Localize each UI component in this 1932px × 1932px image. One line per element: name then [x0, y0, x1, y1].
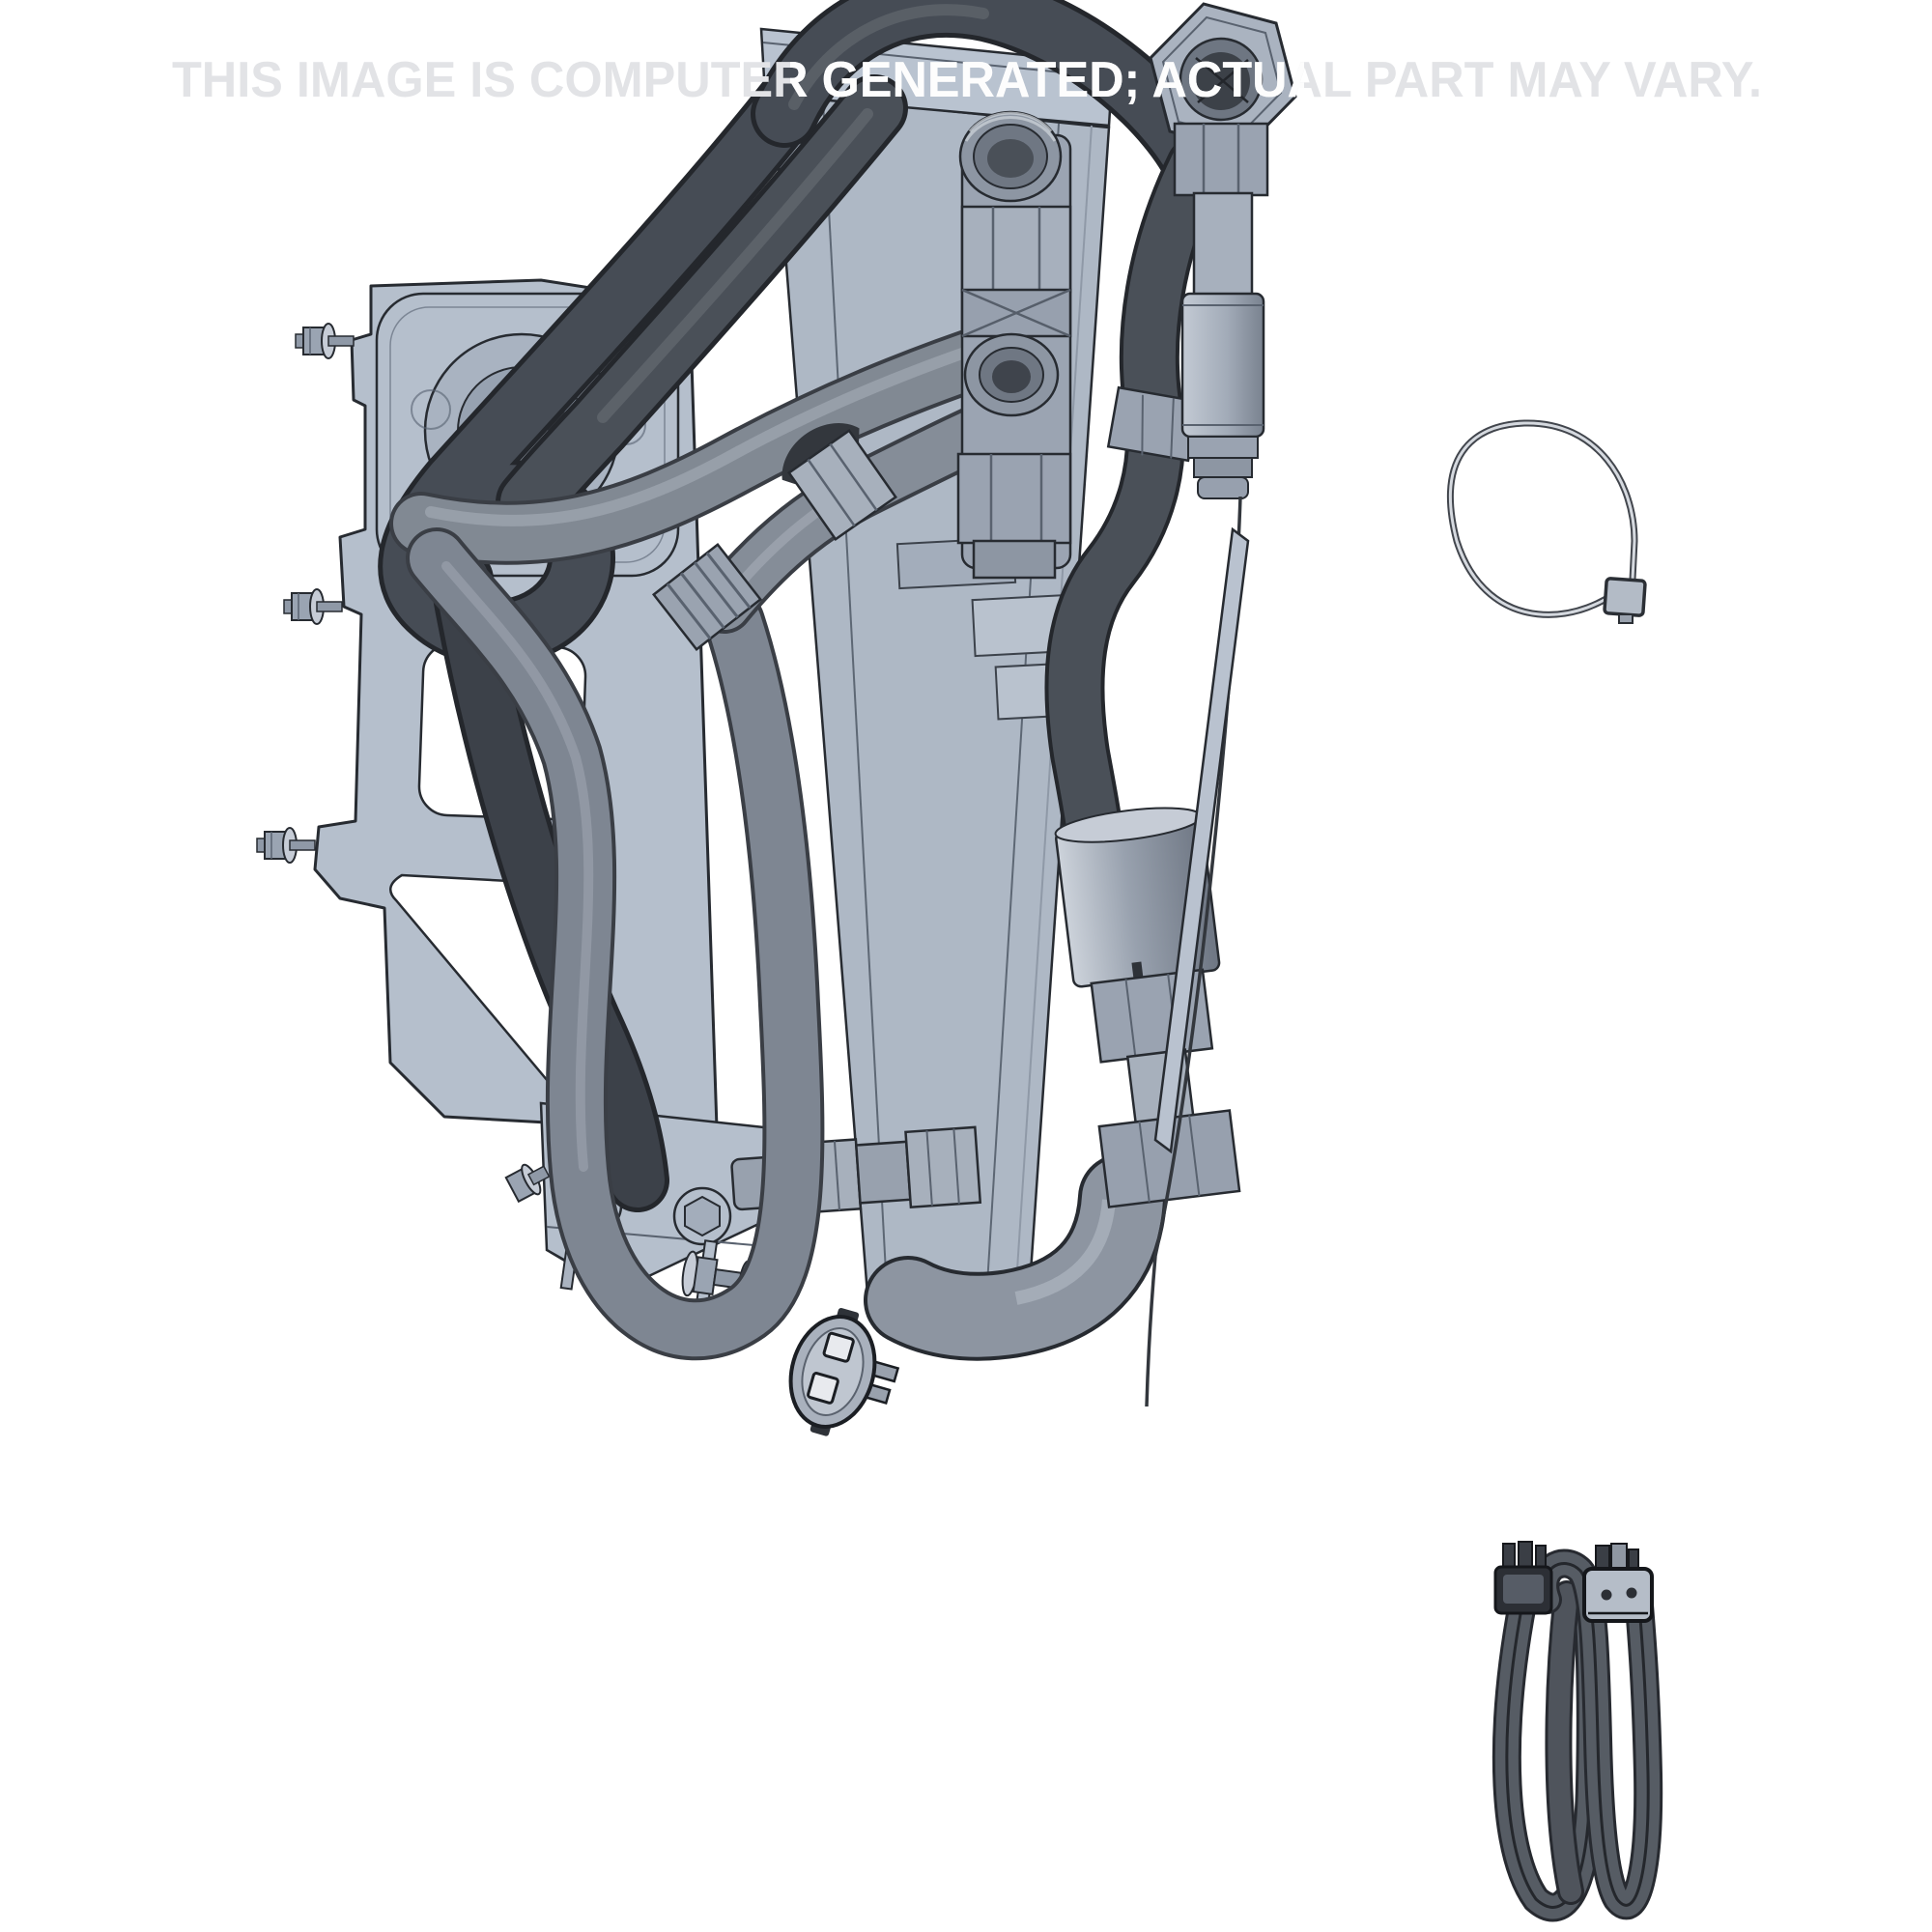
bracket-and-hose-assembly: [256, 0, 1297, 1407]
manifold-fitting: [956, 110, 1072, 580]
bracket-bolt: [295, 323, 355, 359]
watermark-text-overlay: THIS IMAGE IS COMPUTER GENERATED; ACTUAL…: [172, 52, 1762, 108]
foot-bolt: [504, 1163, 551, 1204]
inline-coupler-stack: [1054, 807, 1241, 1208]
hose-clamps: [651, 423, 897, 651]
bracket-bolt: [283, 588, 343, 625]
bracket-bolt: [256, 827, 316, 864]
coiled-wiring-harness: [1492, 1541, 1663, 1922]
watermark-text: THIS IMAGE IS COMPUTER GENERATED; ACTUAL…: [172, 52, 1762, 108]
cable-tie: [1446, 419, 1647, 624]
hex-flange-fitting: [1149, 2, 1297, 499]
lower-fitting-run: [730, 807, 1241, 1361]
harness-connector-light: [1582, 1543, 1654, 1623]
two-pin-electrical-connector: [788, 1307, 900, 1436]
harness-connector-dark: [1493, 1541, 1553, 1615]
dipstick-blade: [1145, 496, 1250, 1407]
